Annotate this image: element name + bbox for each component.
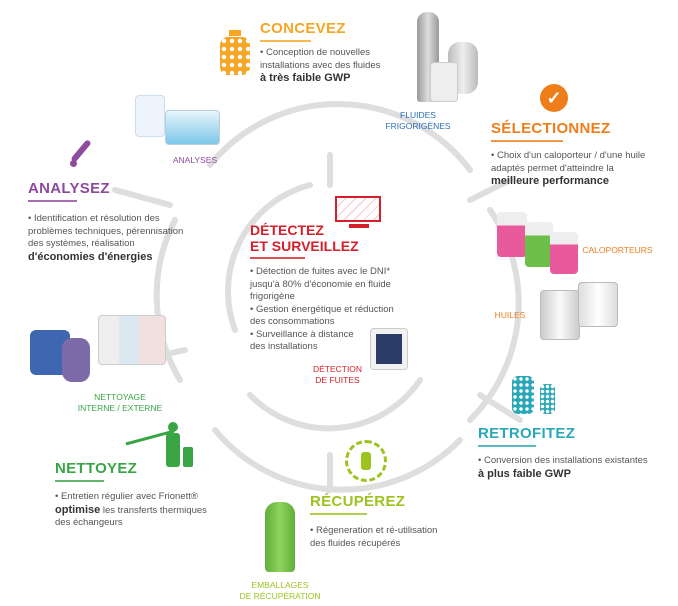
coolant-can-pink-image [497,212,527,257]
recycle-icon [345,440,387,482]
coolant-can-green-image [525,222,553,267]
inner-ring-left [225,182,313,333]
nettoyage-label-2: INTERNE / EXTERNE [77,403,163,413]
concevez-text-2: installations avec des fluides [260,59,381,71]
cleaning-products-image [98,315,166,365]
pipette-icon [68,130,98,168]
detectez-text-5: des consommations [250,316,335,327]
emballages-label-1: EMBALLAGES [251,580,309,590]
nettoyez-text-2: les transferts thermiques [100,504,207,516]
analysez-text-3: des systèmes, réalisation [28,238,135,249]
detectez-text-2: jusqu'à 80% d'économie en fluide [250,278,391,290]
outer-ring-left [153,217,183,383]
detectez-title-1: DÉTECTEZ [250,222,324,238]
selectionnez-title: SÉLECTIONNEZ [491,120,610,145]
huiles-label: HUILES [494,310,526,320]
fluides-label-1: FLUIDES [400,110,436,120]
detectez-text-4: • Gestion énergétique et réduction [250,303,394,315]
recuperez-text-1: • Régeneration et ré-utilisation [310,525,438,536]
retrofitez-text-1: • Conversion des installations existante… [478,455,648,466]
detectez-text-7: des installations [250,341,318,352]
detectez-text-1: • Détection de fuites avec le DNI* [250,266,391,277]
retrofitez-bold: à plus faible GWP [478,467,571,480]
checkmark-circle-icon: ✓ [540,84,568,112]
analysez-text-2: problèmes techniques, pérennisation [28,225,184,237]
concevez-text-1: • Conception de nouvelles [260,47,371,58]
selectionnez-text-1: • Choix d'un caloporteur / d'une huile [491,150,646,161]
refrigerant-cage-image [430,62,458,102]
oil-can-image [540,290,580,340]
inner-ring-bottom [247,377,423,432]
gas-bottles-icon [512,376,562,416]
analysis-boxes-image [165,110,220,145]
outer-ring-top [207,101,473,173]
cleaning-bottle-image [62,338,90,382]
analysez-bold: d'économies d'énergies [28,250,153,263]
detection-label-1: DÉTECTION [312,364,363,374]
nettoyez-bold: optimise [55,503,101,516]
leak-detector-image [370,328,408,370]
recuperez-text-2: des fluides récupérés [310,537,401,549]
nettoyez-text-3: des échangeurs [55,517,123,528]
recovery-bottle-image [265,502,295,572]
nettoyage-label-1: NETTOYAGE [94,392,146,402]
nettoyez-text-1: • Entretien régulier avec Frionett® [55,491,198,502]
fluides-label-2: FRIGORIGÈNES [385,121,451,131]
oil-can-2-image [578,282,618,327]
selectionnez-bold: meilleure performance [491,175,609,187]
detectez-text-3: frigorigène [250,291,295,302]
detectez-title-2: ET SURVEILLEZ [250,238,359,254]
detectez-text-6: • Surveillance à distance [250,328,354,340]
monitor-chart-icon [335,196,383,230]
nettoyez-title: NETTOYEZ [55,460,137,485]
gas-bottle-icon [220,30,250,80]
coolant-can-pink2-image [550,232,578,274]
recuperez-title: RÉCUPÉREZ [310,493,405,518]
caloporteurs-label: CALOPORTEURS [582,245,653,255]
analysez-title: ANALYSEZ [28,180,110,205]
concevez-title: CONCEVEZ [260,20,346,45]
retrofitez-title: RETROFITEZ [478,425,575,450]
analyses-label: ANALYSES [172,155,218,165]
outer-ring-bottom [212,427,463,493]
concevez-bold: à très faible GWP [260,72,351,84]
pressure-washer-icon [120,422,195,467]
emballages-label-2: DE RÉCUPÉRATION [239,591,321,601]
analysis-kit-image [135,95,165,137]
selectionnez-text-2: adaptés permet d'atteindre la [491,162,614,174]
analysez-text-1: • Identification et résolution des [28,213,160,224]
detection-label-2: DE FUITES [315,375,360,385]
